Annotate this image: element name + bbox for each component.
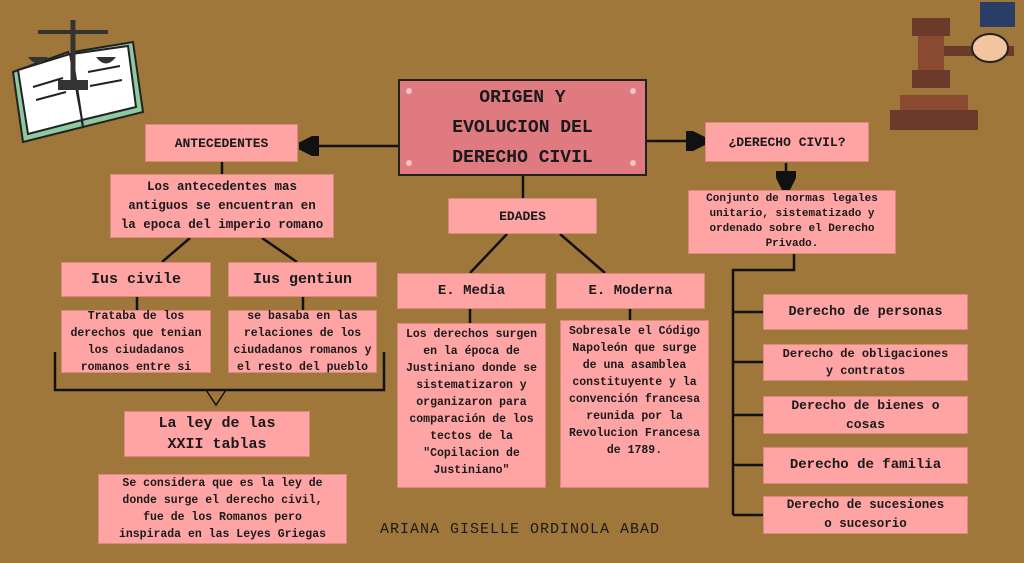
ius-gentiun-node: Ius gentiun <box>228 262 377 297</box>
decor-dot <box>406 160 412 166</box>
edad-moderna-desc: Sobresale el Código Napoleón que surge d… <box>560 320 709 488</box>
law-book-scales-icon <box>11 20 145 144</box>
edades-node: EDADES <box>448 198 597 234</box>
main-title: ORIGEN Y EVOLUCION DEL DERECHO CIVIL <box>398 79 647 176</box>
edad-moderna-node: E. Moderna <box>556 273 705 309</box>
ley-xxii-tablas-node: La ley de las XXII tablas <box>124 411 310 457</box>
ius-civile-desc: Trataba de los derechos que tenian los c… <box>61 310 211 374</box>
antecedentes-desc: Los antecedentes mas antiguos se encuent… <box>110 174 334 238</box>
decor-dot <box>630 160 636 166</box>
derecho-item: Derecho de personas <box>763 294 968 330</box>
ius-civile-node: Ius civile <box>61 262 211 297</box>
derecho-item: Derecho de obligaciones y contratos <box>763 344 968 381</box>
author-name: ARIANA GISELLE ORDINOLA ABAD <box>380 521 661 538</box>
decor-dot <box>630 88 636 94</box>
edad-media-node: E. Media <box>397 273 546 309</box>
gavel-icon <box>890 2 1015 130</box>
derecho-civil-node: ¿DERECHO CIVIL? <box>705 122 869 162</box>
derecho-item: Derecho de bienes o cosas <box>763 396 968 434</box>
derecho-item: Derecho de sucesiones o sucesorio <box>763 496 968 534</box>
edad-media-desc: Los derechos surgen en la época de Justi… <box>397 323 546 488</box>
ley-xxii-tablas-desc: Se considera que es la ley de donde surg… <box>98 474 347 544</box>
derecho-item: Derecho de familia <box>763 447 968 484</box>
ius-gentiun-desc: se basaba en las relaciones de los ciuda… <box>228 310 377 374</box>
derecho-civil-desc: Conjunto de normas legales unitario, sis… <box>688 190 896 254</box>
antecedentes-node: ANTECEDENTES <box>145 124 298 162</box>
decor-dot <box>406 88 412 94</box>
